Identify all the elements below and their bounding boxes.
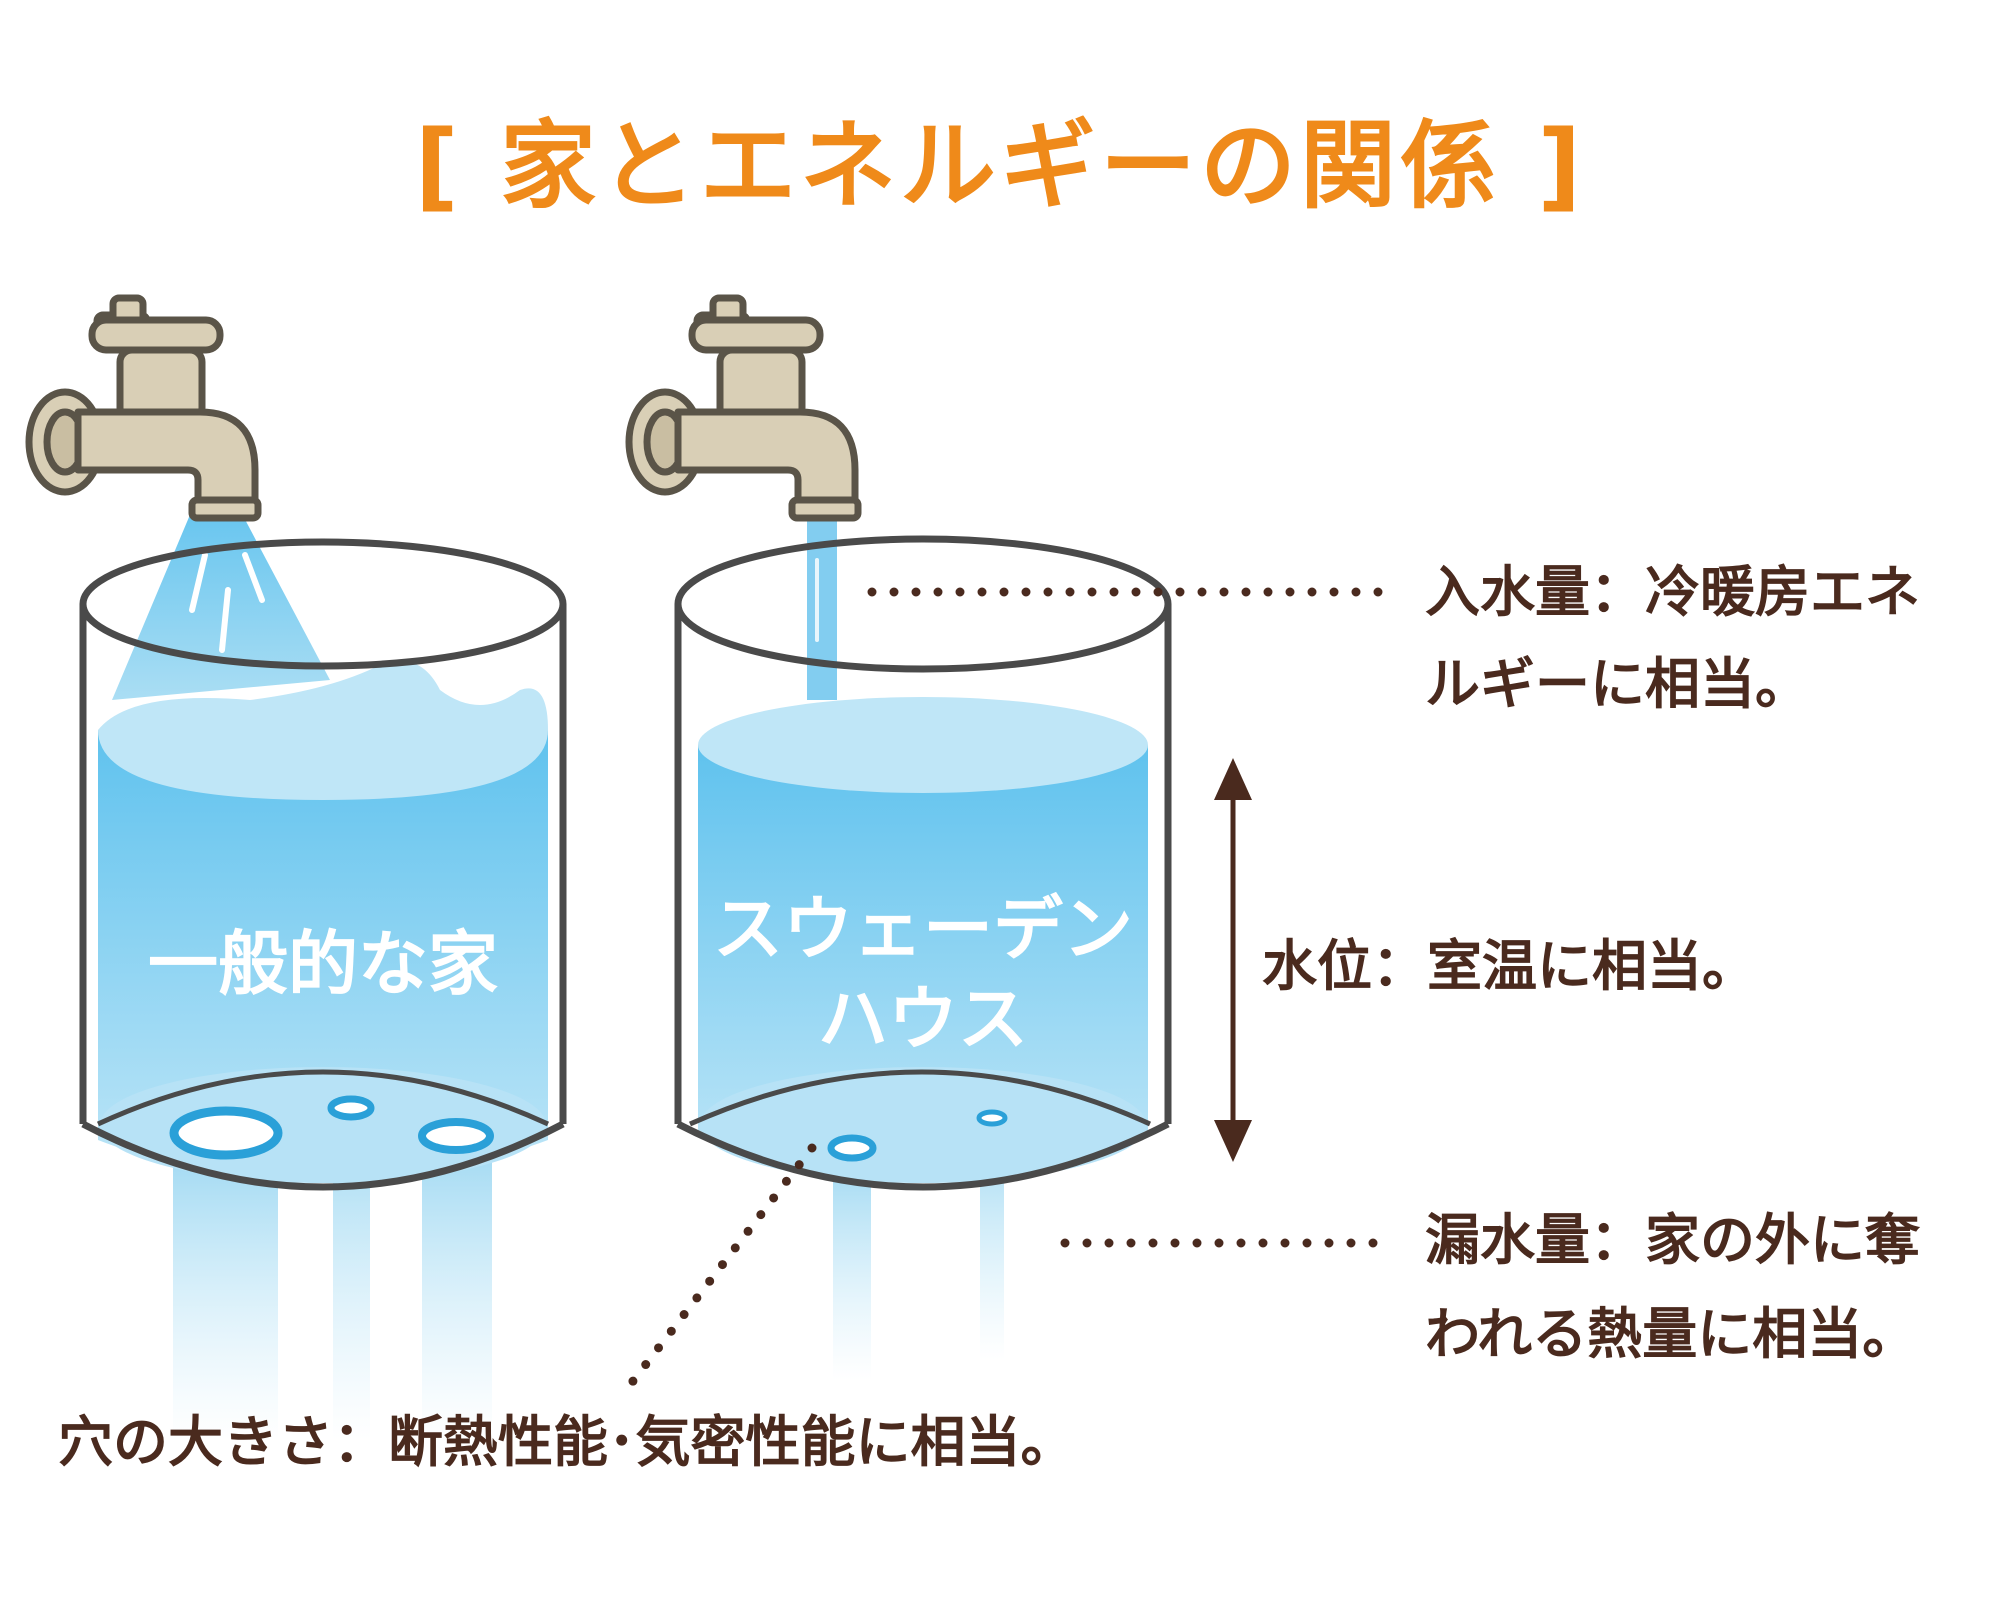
- faucet-left-icon: [25, 294, 262, 522]
- spray-highlight: [242, 552, 265, 603]
- water-surface: [98, 660, 548, 800]
- leak-stream: [173, 1140, 278, 1440]
- tank-ordinary-house: [79, 510, 567, 1440]
- note-inflow-line2: ルギーに相当。: [1425, 652, 1811, 716]
- note-inflow-line1: 入水量：冷暖房エネ: [1425, 560, 1921, 624]
- inflow-stream: [807, 510, 837, 700]
- tank-base: [676, 1120, 1170, 1191]
- note-water-level: 水位：室温に相当。: [1262, 934, 1758, 998]
- tank-label-sweden-house-line1: スウェーデン: [713, 888, 1133, 970]
- note-holes: 穴の大きさ：断熱性能･気密性能に相当。: [58, 1410, 1076, 1474]
- page-title: [ 家とエネルギーの関係 ]: [414, 110, 1586, 222]
- water-surface: [698, 697, 1148, 793]
- note-leak-line1: 漏水量：家の外に奪: [1425, 1208, 1921, 1272]
- hole-medium: [418, 1118, 494, 1154]
- hole-tiny: [976, 1109, 1008, 1127]
- leak-stream: [422, 1130, 492, 1440]
- tank-inner-base: [688, 1069, 1152, 1127]
- tank-bottom-water: [700, 1067, 1146, 1183]
- spray-highlight: [219, 587, 231, 653]
- note-leak-line2: われる熱量に相当。: [1425, 1302, 1918, 1366]
- tank-base: [81, 1120, 565, 1191]
- hole-small: [827, 1134, 877, 1162]
- tank-label-sweden-house-line2: ハウス: [818, 978, 1028, 1060]
- water-body: [98, 730, 548, 1183]
- tank-inner-base: [96, 1069, 550, 1127]
- water-spray: [112, 510, 330, 700]
- hole-large: [169, 1106, 283, 1160]
- tank-label-ordinary-house: 一般的な家: [148, 923, 498, 1005]
- leader-holes: [625, 1143, 817, 1390]
- water-body: [698, 745, 1148, 1178]
- spray-highlight: [189, 552, 208, 613]
- water-level-arrow-icon: [1214, 758, 1252, 1162]
- faucet-right-icon: [625, 294, 862, 522]
- tank-rim: [674, 535, 1172, 673]
- hole-small: [327, 1095, 375, 1121]
- leak-stream: [833, 1150, 871, 1380]
- tank-sweden-house: [674, 510, 1172, 1380]
